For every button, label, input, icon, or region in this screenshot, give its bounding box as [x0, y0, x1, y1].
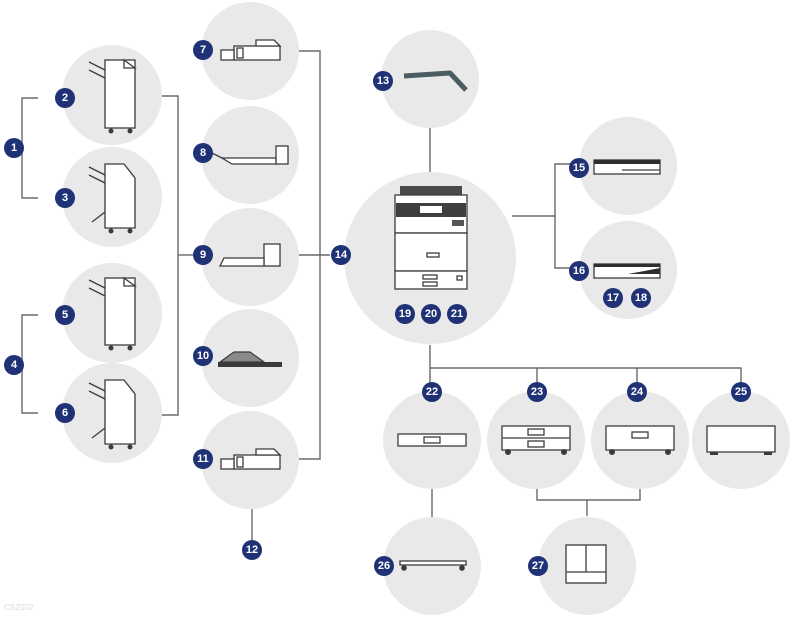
bubble-9: [201, 208, 299, 306]
svg-text:3: 3: [62, 192, 68, 204]
badge-10: 10: [193, 346, 213, 366]
svg-text:19: 19: [399, 308, 411, 320]
svg-text:27: 27: [532, 560, 544, 572]
finisher-6-drawing: [88, 379, 136, 450]
svg-text:10: 10: [197, 350, 209, 362]
large-capacity-tray-27-drawing: [565, 544, 607, 584]
badge-13: 13: [373, 71, 393, 91]
finisher-2-drawing: [88, 58, 137, 134]
badge-4: 4: [4, 355, 24, 375]
paper-feed-unit-23-drawing: [501, 425, 571, 455]
connector-1: [21, 97, 38, 199]
svg-text:1: 1: [11, 142, 17, 154]
paper-feed-unit-22-drawing: [397, 433, 467, 447]
badge-17: 17: [603, 288, 623, 308]
badge-26: 26: [374, 556, 394, 576]
badge-19: 19: [395, 304, 415, 324]
svg-text:6: 6: [62, 407, 68, 419]
svg-text:20: 20: [425, 308, 437, 320]
svg-text:21: 21: [451, 308, 463, 320]
badge-21: 21: [447, 304, 467, 324]
svg-text:13: 13: [377, 75, 389, 87]
svg-text:23: 23: [531, 386, 543, 398]
badge-2: 2: [55, 88, 75, 108]
connector-15: [512, 163, 582, 217]
connector-lines: [14, 50, 742, 540]
connector-finishers: [160, 95, 179, 416]
badge-7: 7: [193, 40, 213, 60]
badge-24: 24: [627, 382, 647, 402]
svg-text:11: 11: [197, 453, 209, 465]
connector-27-bracket: [536, 488, 641, 501]
cabinet-25-drawing: [706, 425, 776, 455]
bridge-unit-13-drawing: [403, 70, 468, 92]
main-unit-drawing: [394, 186, 468, 290]
badge-12: 12: [242, 540, 262, 560]
svg-text:14: 14: [335, 249, 348, 261]
svg-text:26: 26: [378, 560, 390, 572]
svg-text:18: 18: [635, 292, 647, 304]
badge-23: 23: [527, 382, 547, 402]
svg-text:5: 5: [62, 309, 68, 321]
badge-14: 14: [331, 245, 351, 265]
badge-8: 8: [193, 143, 213, 163]
svg-text:8: 8: [200, 147, 206, 159]
badge-9: 9: [193, 245, 213, 265]
image-code: CSZ002: [4, 603, 34, 612]
svg-text:2: 2: [62, 92, 68, 104]
svg-text:4: 4: [11, 359, 18, 371]
badge-15: 15: [569, 158, 589, 178]
badge-5: 5: [55, 305, 75, 325]
badge-6: 6: [55, 403, 75, 423]
tray-8-drawing: [211, 145, 289, 165]
svg-text:16: 16: [573, 265, 585, 277]
connector-16: [554, 216, 582, 269]
badge-20: 20: [421, 304, 441, 324]
finisher-3-drawing: [88, 163, 136, 234]
svg-text:7: 7: [200, 44, 206, 56]
tray-11-drawing: [220, 448, 282, 470]
tray-10-drawing: [218, 351, 282, 367]
connector-feeders: [430, 367, 742, 383]
svg-text:17: 17: [607, 292, 619, 304]
badge-11: 11: [193, 449, 213, 469]
badge-18: 18: [631, 288, 651, 308]
tray-9-drawing: [218, 243, 281, 267]
bubble-8: [201, 106, 299, 204]
connector-4: [21, 314, 38, 414]
caster-table-26-drawing: [399, 560, 467, 571]
paper-feed-unit-24-drawing: [605, 425, 675, 455]
svg-text:9: 9: [200, 249, 206, 261]
finisher-5-drawing: [88, 276, 137, 351]
bubble-26: [383, 517, 481, 615]
bubble-13: [381, 30, 479, 128]
svg-text:15: 15: [573, 162, 585, 174]
badge-22: 22: [422, 382, 442, 402]
badge-27: 27: [528, 556, 548, 576]
svg-text:24: 24: [631, 386, 644, 398]
svg-text:22: 22: [426, 386, 438, 398]
badge-3: 3: [55, 188, 75, 208]
tray-7-drawing: [220, 39, 282, 61]
internal-tray-16-drawing: [593, 263, 661, 279]
svg-text:12: 12: [246, 544, 258, 556]
internal-tray-15-drawing: [593, 159, 661, 175]
badge-16: 16: [569, 261, 589, 281]
badge-25: 25: [731, 382, 751, 402]
badge-1: 1: [4, 138, 24, 158]
svg-text:25: 25: [735, 386, 747, 398]
